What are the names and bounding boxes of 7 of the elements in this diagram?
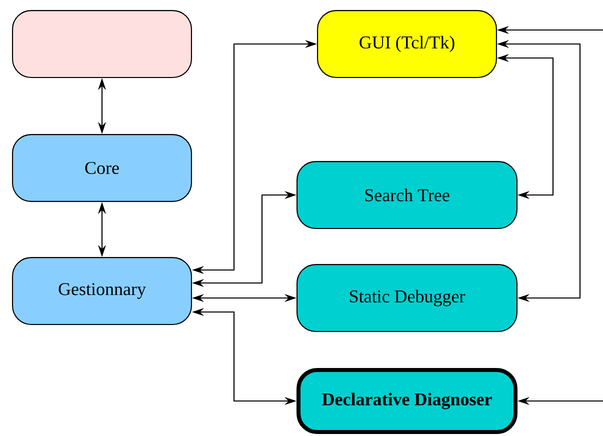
process-box: [12, 10, 192, 78]
process-box: Gestionnary: [12, 257, 192, 325]
process-box: Static Debugger: [296, 264, 518, 332]
process-box: Declarative Diagnoser: [296, 368, 518, 434]
process-box: Search Tree: [296, 161, 518, 229]
process-box: Core: [12, 134, 192, 202]
process-box: GUI (Tcl/Tk): [317, 10, 497, 78]
